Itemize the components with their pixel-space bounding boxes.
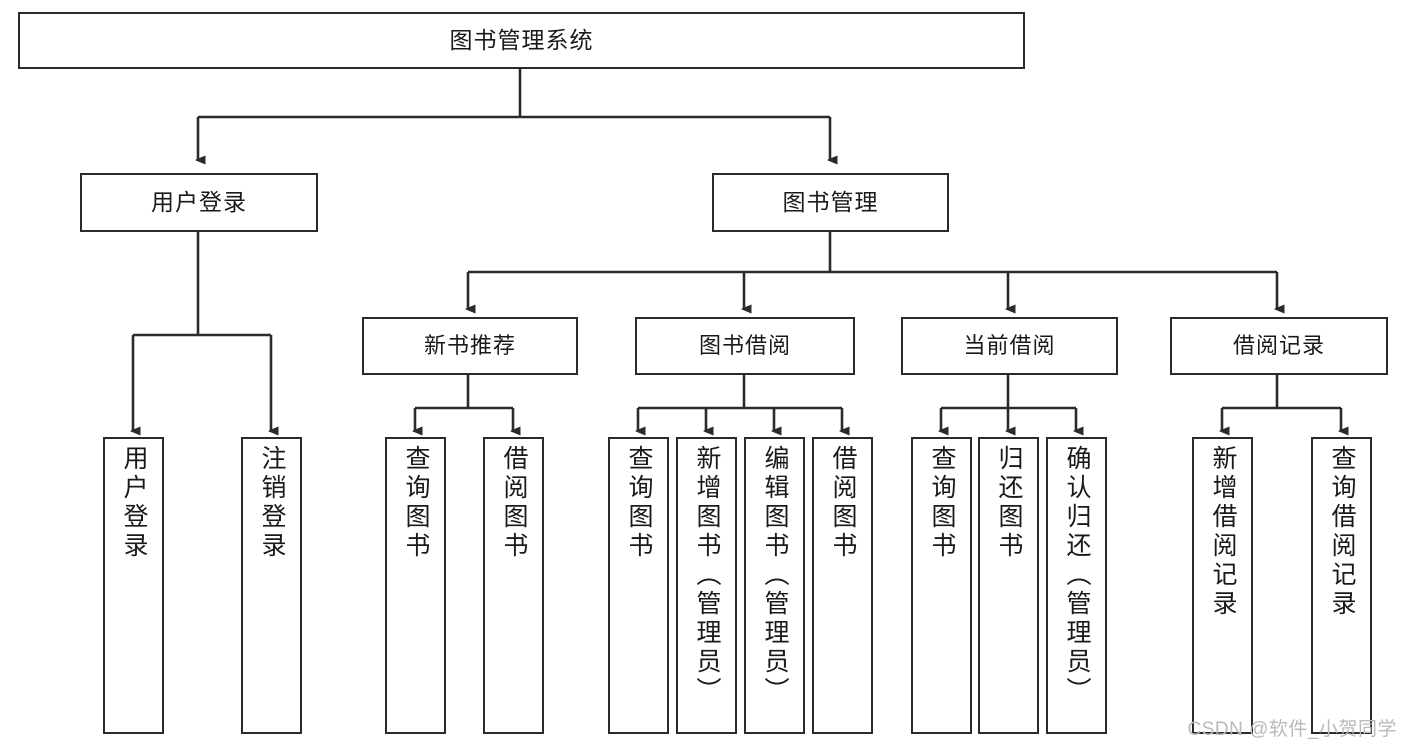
node-label: 用户登录 [120, 445, 148, 561]
leaf-borrow-borrow-book[interactable]: 借阅图书 [812, 437, 873, 734]
node-label: 编辑图书（管理员） [761, 445, 789, 706]
node-label: 图书管理系统 [449, 27, 594, 54]
node-label: 当前借阅 [963, 333, 1056, 359]
leaf-current-return-book[interactable]: 归还图书 [978, 437, 1039, 734]
node-label: 查询借阅记录 [1328, 445, 1356, 619]
node-label: 查询图书 [928, 445, 956, 561]
node-label: 借阅图书 [829, 445, 857, 561]
node-label: 新增借阅记录 [1209, 445, 1237, 619]
node-label: 查询图书 [402, 445, 430, 561]
node-label: 新书推荐 [423, 333, 516, 359]
leaf-user-login-login[interactable]: 用户登录 [103, 437, 164, 734]
node-label: 归还图书 [995, 445, 1023, 561]
leaf-borrow-edit-book-admin[interactable]: 编辑图书（管理员） [744, 437, 805, 734]
leaf-borrow-query-book[interactable]: 查询图书 [608, 437, 669, 734]
node-borrow-records[interactable]: 借阅记录 [1170, 317, 1388, 375]
leaf-records-query-record[interactable]: 查询借阅记录 [1311, 437, 1372, 734]
node-root-book-management-system[interactable]: 图书管理系统 [18, 12, 1025, 69]
leaf-borrow-add-book-admin[interactable]: 新增图书（管理员） [676, 437, 737, 734]
node-new-book-recommend[interactable]: 新书推荐 [362, 317, 578, 375]
watermark-text: CSDN @软件_小贺同学 [1187, 719, 1397, 740]
node-book-borrow[interactable]: 图书借阅 [635, 317, 855, 375]
node-book-management[interactable]: 图书管理 [712, 173, 949, 232]
leaf-current-confirm-return-admin[interactable]: 确认归还（管理员） [1046, 437, 1107, 734]
leaf-recommend-query-book[interactable]: 查询图书 [385, 437, 446, 734]
node-label: 借阅记录 [1232, 333, 1325, 359]
node-label: 用户登录 [151, 189, 247, 216]
leaf-records-add-record[interactable]: 新增借阅记录 [1192, 437, 1253, 734]
node-label: 注销登录 [258, 445, 286, 561]
node-label: 确认归还（管理员） [1063, 445, 1091, 706]
node-current-borrow[interactable]: 当前借阅 [901, 317, 1118, 375]
node-user-login[interactable]: 用户登录 [80, 173, 318, 232]
node-label: 图书借阅 [698, 333, 791, 359]
leaf-current-query-book[interactable]: 查询图书 [911, 437, 972, 734]
leaf-recommend-borrow-book[interactable]: 借阅图书 [483, 437, 544, 734]
node-label: 查询图书 [625, 445, 653, 561]
leaf-user-login-logout[interactable]: 注销登录 [241, 437, 302, 734]
node-label: 借阅图书 [500, 445, 528, 561]
node-label: 新增图书（管理员） [693, 445, 721, 706]
node-label: 图书管理 [782, 189, 879, 216]
